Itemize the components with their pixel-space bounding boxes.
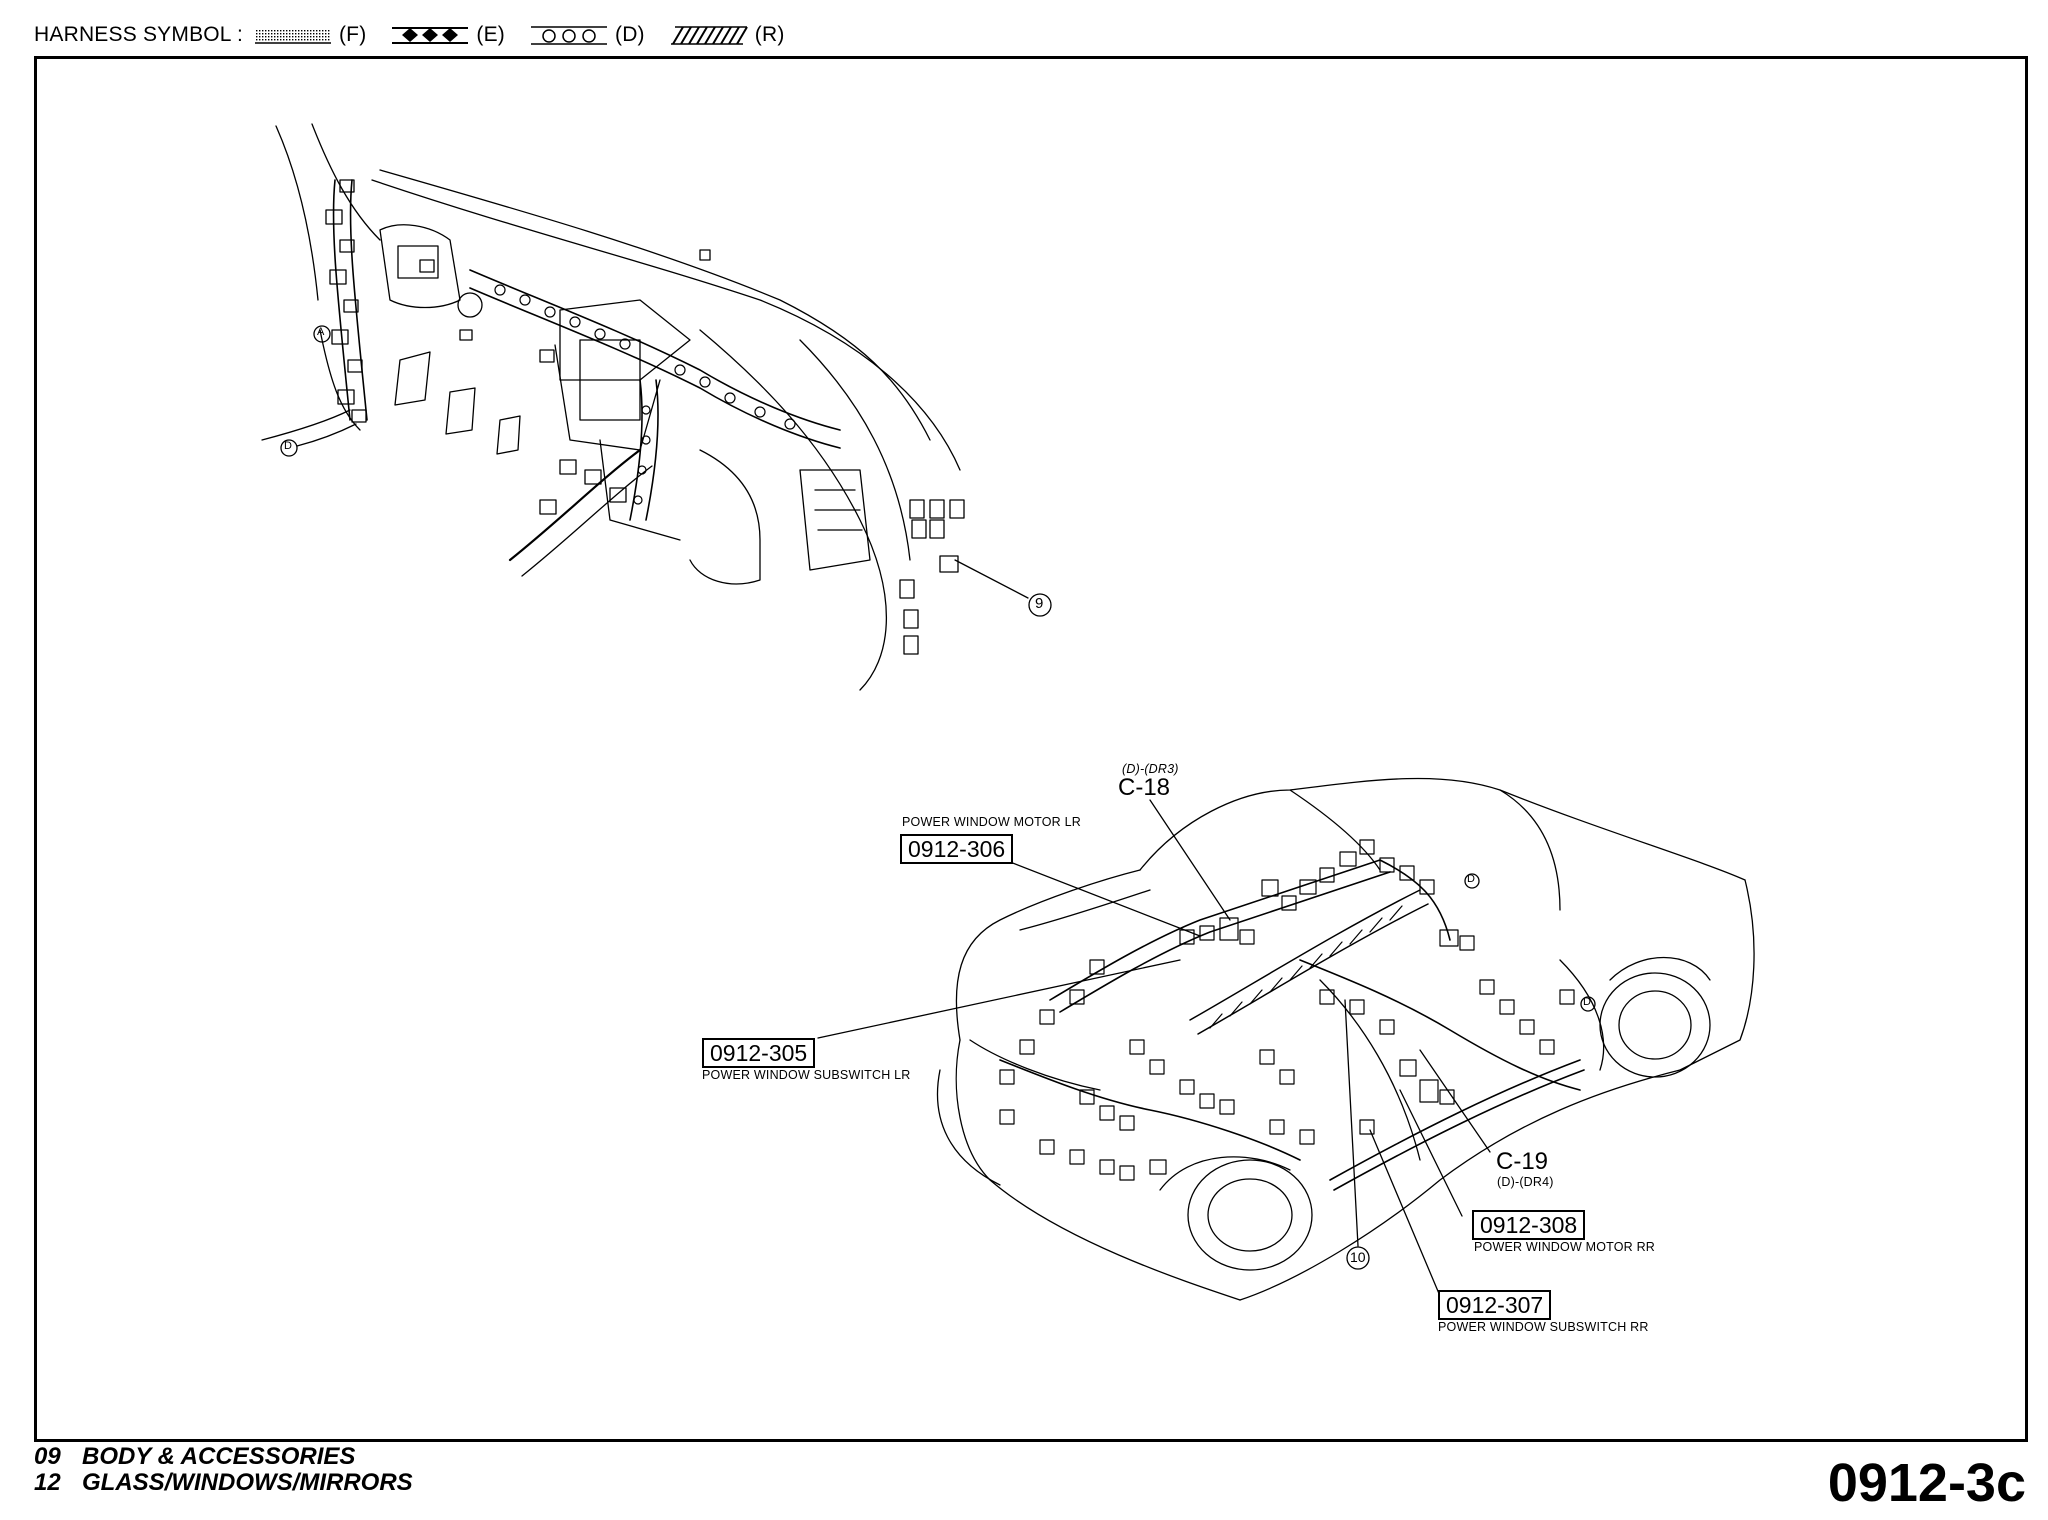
c18-connector-id: C-18 bbox=[1118, 774, 1171, 801]
footer-line-1: 09 BODY & ACCESSORIES bbox=[34, 1444, 413, 1470]
diagram-frame bbox=[34, 56, 2028, 1442]
p307-page-ref[interactable]: 0912-307 bbox=[1438, 1290, 1552, 1320]
legend-item-d: (D) bbox=[529, 23, 645, 47]
marker-d-upper: D bbox=[284, 440, 292, 452]
dotted-band-icon bbox=[254, 29, 331, 44]
car-body-drawing bbox=[817, 777, 1755, 1301]
footer-subsection-title: GLASS/WINDOWS/MIRRORS bbox=[82, 1469, 413, 1496]
harness-symbol-legend: HARNESS SYMBOL : (F) (E) (D) bbox=[34, 18, 809, 52]
footer-section-title: BODY & ACCESSORIES bbox=[82, 1443, 356, 1470]
legend-title: HARNESS SYMBOL : bbox=[34, 23, 243, 46]
legend-code-e: (E) bbox=[476, 23, 505, 46]
legend-code-d: (D) bbox=[615, 23, 645, 46]
marker-a: A bbox=[317, 326, 325, 338]
footer-line-2: 12 GLASS/WINDOWS/MIRRORS bbox=[34, 1470, 413, 1496]
marker-d-side: D bbox=[1583, 996, 1591, 1008]
p305-caption: POWER WINDOW SUBSWITCH LR bbox=[702, 1068, 911, 1082]
page-code: 0912-3c bbox=[1827, 1453, 2026, 1513]
legend-code-f: (F) bbox=[338, 23, 367, 46]
instrument-panel-drawing bbox=[261, 123, 1052, 691]
c18-harness-code: (D)-(DR3) bbox=[1122, 762, 1179, 776]
p307-caption: POWER WINDOW SUBSWITCH RR bbox=[1438, 1320, 1649, 1334]
section-footer: 09 BODY & ACCESSORIES 12 GLASS/WINDOWS/MIR… bbox=[34, 1444, 413, 1496]
footer-section-number: 09 bbox=[34, 1443, 61, 1470]
diamond-band-icon bbox=[392, 27, 469, 44]
legend-item-f: (F) bbox=[253, 23, 366, 47]
hatched-band-icon bbox=[670, 26, 748, 45]
legend-code-r: (R) bbox=[754, 23, 785, 46]
p305-page-ref[interactable]: 0912-305 bbox=[702, 1038, 816, 1068]
footer-subsection-number: 12 bbox=[34, 1469, 61, 1496]
p306-page-ref[interactable]: 0912-306 bbox=[900, 834, 1014, 864]
p308-caption: POWER WINDOW MOTOR RR bbox=[1474, 1240, 1656, 1254]
connector-number-10: 10 bbox=[1350, 1249, 1366, 1265]
legend-item-r: (R) bbox=[669, 23, 785, 47]
c19-connector-id: C-19 bbox=[1496, 1148, 1549, 1175]
c19-harness-code: (D)-(DR4) bbox=[1497, 1175, 1554, 1189]
legend-item-e: (E) bbox=[390, 23, 505, 47]
p308-page-ref[interactable]: 0912-308 bbox=[1472, 1210, 1586, 1240]
circle-band-icon bbox=[531, 26, 607, 45]
marker-d-roof: D bbox=[1467, 873, 1475, 885]
p306-caption: POWER WINDOW MOTOR LR bbox=[902, 815, 1081, 829]
connector-number-9: 9 bbox=[1035, 595, 1044, 612]
